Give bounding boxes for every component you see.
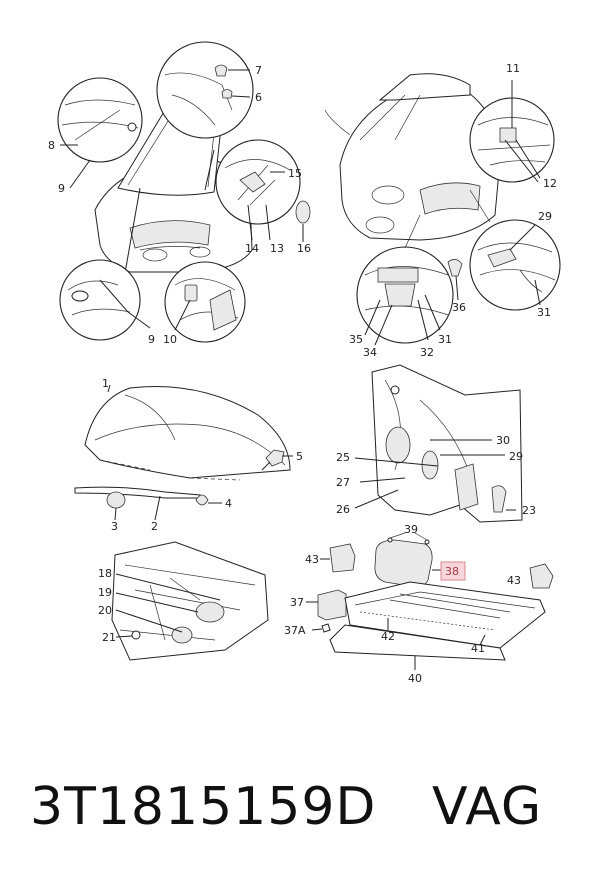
callout-15: 15	[288, 167, 302, 180]
callout-29-top: 29	[538, 210, 552, 223]
callout-16: 16	[297, 242, 311, 255]
callout-37: 37	[290, 596, 304, 609]
callout-9-bottom: 9	[148, 333, 155, 346]
callout-7: 7	[255, 64, 262, 77]
callout-2: 2	[151, 520, 158, 533]
callout-18: 18	[98, 567, 112, 580]
callout-43-right: 43	[507, 574, 521, 587]
callout-8: 8	[48, 139, 55, 152]
callout-32: 32	[420, 346, 434, 359]
callout-12: 12	[543, 177, 557, 190]
callout-11: 11	[506, 62, 520, 75]
callout-14: 14	[245, 242, 259, 255]
callout-4: 4	[225, 497, 232, 510]
callout-19: 19	[98, 586, 112, 599]
callout-42: 42	[381, 630, 395, 643]
callout-39: 39	[404, 523, 418, 536]
callout-5: 5	[296, 450, 303, 463]
callout-38: 38	[445, 565, 459, 578]
group-hood-lock	[324, 73, 561, 346]
callout-43-left: 43	[305, 553, 319, 566]
callout-34: 34	[363, 346, 377, 359]
group-release-cable	[111, 541, 269, 661]
brand-name: VAG	[432, 777, 543, 837]
group-front-hood-hinges	[57, 41, 311, 343]
callout-27: 27	[336, 476, 350, 489]
callout-30: 30	[496, 434, 510, 447]
callout-23: 23	[522, 504, 536, 517]
callout-35: 35	[349, 333, 363, 346]
callout-41: 41	[471, 642, 485, 655]
callout-20: 20	[98, 604, 112, 617]
callout-1: 1	[102, 377, 109, 390]
group-plenum-cover	[306, 532, 554, 670]
callout-38-highlight	[440, 561, 466, 581]
callout-31-right: 31	[537, 306, 551, 319]
callout-26: 26	[336, 503, 350, 516]
callout-10: 10	[163, 333, 177, 346]
group-bonnet-panel	[74, 384, 293, 521]
callout-3: 3	[111, 520, 118, 533]
callout-31-left: 31	[438, 333, 452, 346]
callout-6: 6	[255, 91, 262, 104]
parts-exploded-diagram: 7 6 8 9 15 14 13 16 9 10 11 12 29 31 36 …	[48, 41, 561, 685]
callout-21: 21	[102, 631, 116, 644]
group-wing-panel	[354, 364, 523, 523]
callout-13: 13	[270, 242, 284, 255]
callout-labels: 7 6 8 9 15 14 13 16 9 10 11 12 29 31 36 …	[48, 62, 557, 685]
callout-25: 25	[336, 451, 350, 464]
part-number: 3T1815159D	[30, 777, 377, 837]
callout-29-mid: 29	[509, 450, 523, 463]
callout-9-top: 9	[58, 182, 65, 195]
callout-37a: 37A	[284, 624, 306, 637]
callout-36: 36	[452, 301, 466, 314]
callout-40: 40	[408, 672, 422, 685]
